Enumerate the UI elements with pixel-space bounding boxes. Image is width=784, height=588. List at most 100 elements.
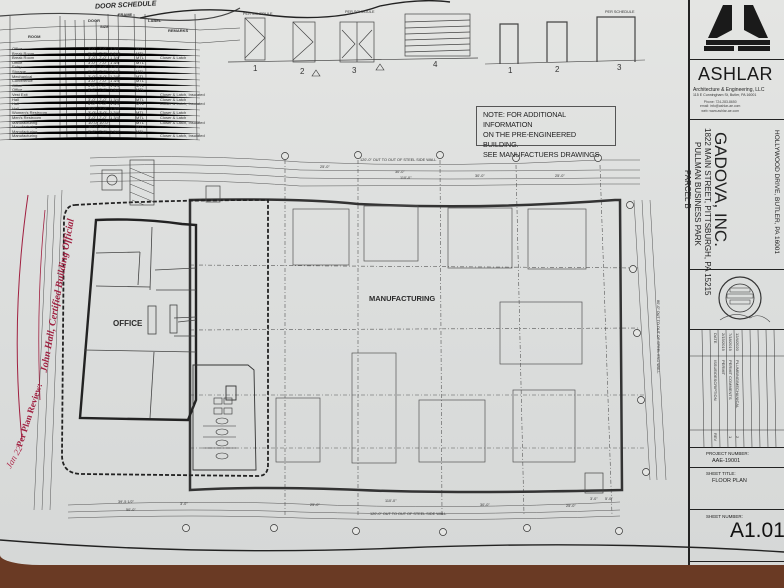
ashlar-logo-icon: [704, 5, 770, 51]
schedule-frame-material: MTL: [136, 64, 144, 70]
schedule-frame-material: MTL: [136, 96, 144, 102]
manufacturer-note: NOTE: FOR ADDITIONAL INFORMATION ON THE …: [476, 106, 616, 159]
schedule-frame-material: MTL: [136, 50, 144, 56]
schedule-width: 3'-0": [88, 105, 96, 111]
door-elevation-2: 2: [300, 67, 305, 76]
schedule-width: 3'-0": [88, 78, 96, 84]
frame-elevation-2: 2: [555, 65, 560, 74]
office-walls: [78, 218, 198, 422]
firm-address: 115 E Cunningham St, Butler, PA 16001: [693, 93, 757, 97]
left-dimension-lines: [33, 189, 63, 511]
schedule-frame-material: MTL: [136, 128, 144, 134]
dimension-bottom-bay: 30'-0": [480, 503, 490, 507]
schedule-thickness: 1 3/4": [110, 105, 121, 111]
top-dimension-lines: [89, 156, 640, 187]
schedule-thickness: 1 3/4": [110, 73, 121, 79]
parcel-name: PARCEL B: [683, 170, 692, 209]
revision-date: 2/15/2019: [721, 333, 726, 351]
schedule-width: 3'-0": [88, 55, 96, 61]
door-schedule-rows: [0, 46, 201, 141]
schedule-room: Break Room: [12, 55, 35, 61]
revision-date: 12/4/2020: [735, 333, 740, 351]
schedule-room: Manufacturing: [12, 119, 38, 125]
dimension-top-bay: 30'-0": [395, 170, 405, 174]
engineer-seal-icon: [718, 276, 771, 323]
door-elevations: [227, 13, 479, 63]
title-block: DATE ISSUE/DESCRIPTION REV 2/15/2019 PER…: [688, 0, 784, 565]
room-label-office: OFFICE: [113, 319, 143, 328]
firm-phone: Phone: 724-283-8650: [703, 100, 737, 104]
schedule-thickness: 1 3/4": [110, 59, 121, 65]
sheet-number: A1.01: [730, 519, 784, 542]
schedule-frame-material: MTL: [136, 110, 144, 116]
schedule-height: 7'-0": [99, 73, 107, 79]
firm-info-cell: [690, 60, 784, 120]
client-info-cell: [690, 120, 784, 270]
schedule-width: 3'-0": [88, 59, 96, 65]
sheet-title-label: SHEET TITLE:: [706, 471, 736, 476]
schedule-height: 7'-0": [99, 105, 107, 111]
schedule-thickness: 1 3/4": [110, 110, 121, 116]
schedule-width: 3'-0": [88, 115, 96, 120]
lease-boundary: [61, 199, 269, 477]
revision-description: PERMIT COMMENTS: [728, 360, 733, 400]
note-line-3: SEE MANUFACTUERS DRAWINGS: [483, 150, 600, 159]
dimension-bottom-bay: 25'-0": [566, 504, 576, 508]
dimension-top-partial: 110'-0": [400, 176, 412, 180]
schedule-height: 10'-0": [99, 124, 110, 130]
schedule-width: 3'-0": [88, 110, 96, 116]
schedule-width: 3'-0": [88, 46, 96, 51]
dimension-top-overall: 120'-0" OUT TO OUT OF STEEL SIDE WALL: [360, 158, 437, 162]
schedule-header-size: SIZE: [100, 24, 109, 29]
schedule-thickness: 1 3/4": [110, 46, 121, 51]
schedule-room: Men's Restroom: [12, 115, 41, 120]
firm-logo-cell: [690, 0, 784, 60]
seal-cell: [690, 270, 784, 330]
project-number-label: PROJECT NUMBER:: [706, 451, 749, 456]
dimension-top-bay: 30'-0": [475, 174, 485, 178]
caution-triangles: [311, 63, 385, 77]
revision-description: PLUMBING/MECHANICAL: [735, 360, 740, 409]
per-schedule-label: PER SCHEDULE: [605, 10, 635, 14]
schedule-height: 7'-0": [99, 50, 107, 56]
dimension-bottom-bay: 25'-0": [310, 503, 320, 507]
schedule-frame-material: MTL: [136, 78, 144, 84]
schedule-room: Break Room: [12, 50, 35, 56]
schedule-frame-material: MTL: [136, 69, 144, 74]
dimension-top-bay: 25'-0": [320, 165, 330, 169]
schedule-header-room: ROOM: [28, 34, 41, 39]
schedule-thickness: 1 3/4": [110, 101, 121, 107]
schedule-width: 10'-0": [88, 119, 99, 125]
schedule-thickness: 1 3/4": [110, 82, 121, 88]
firm-subtitle: Architecture & Engineering, LLC: [693, 87, 765, 93]
firm-web: web: www.ashlar-ae.com: [701, 108, 740, 113]
drawing-sheet: DOOR SCHEDULE ROOM DOOR SIZE FRAME LABEL…: [0, 0, 784, 565]
schedule-frame-material: MTL: [136, 119, 144, 125]
schedule-width: 3'-0": [88, 50, 96, 56]
dimension-bottom-door: 3'-0": [590, 497, 598, 501]
door-elevation-1: 1: [253, 64, 258, 73]
schedule-remarks: Closer & Latch: [160, 55, 187, 61]
schedule-room: Manufacturing: [12, 133, 38, 139]
schedule-height: 7'-0": [99, 115, 107, 120]
dimension-bottom-left: 50'-0": [126, 508, 136, 512]
revision-header-date: DATE: [713, 333, 718, 344]
schedule-frame-material: MTL: [136, 87, 144, 93]
schedule-room: Hall: [12, 101, 19, 107]
revision-description: PERMIT: [721, 360, 726, 376]
client-name: GADOVA, INC.: [711, 132, 730, 247]
per-schedule-label: PER SCHEDULE: [345, 10, 375, 14]
schedule-frame-material: MTL: [136, 105, 144, 111]
schedule-frame-material: MTL: [136, 101, 144, 107]
schedule-thickness: 1 3/4": [110, 50, 121, 56]
revision-date: 7/18/2019: [728, 333, 733, 351]
bottom-dimension-lines: [67, 501, 621, 520]
revision-table-grid: [690, 329, 784, 449]
schedule-frame-material: MTL: [136, 46, 144, 51]
schedule-room: Storage: [12, 69, 27, 74]
schedule-remarks: Closer & Latch: [160, 110, 187, 116]
schedule-room: Manufacturing: [12, 124, 38, 130]
project-number-value: AAE-19001: [712, 458, 741, 464]
schedule-thickness: 1 3/4": [110, 78, 121, 84]
project-site: HOLLYWOOD DRIVE, BUTLER, PA 16001: [773, 130, 780, 255]
